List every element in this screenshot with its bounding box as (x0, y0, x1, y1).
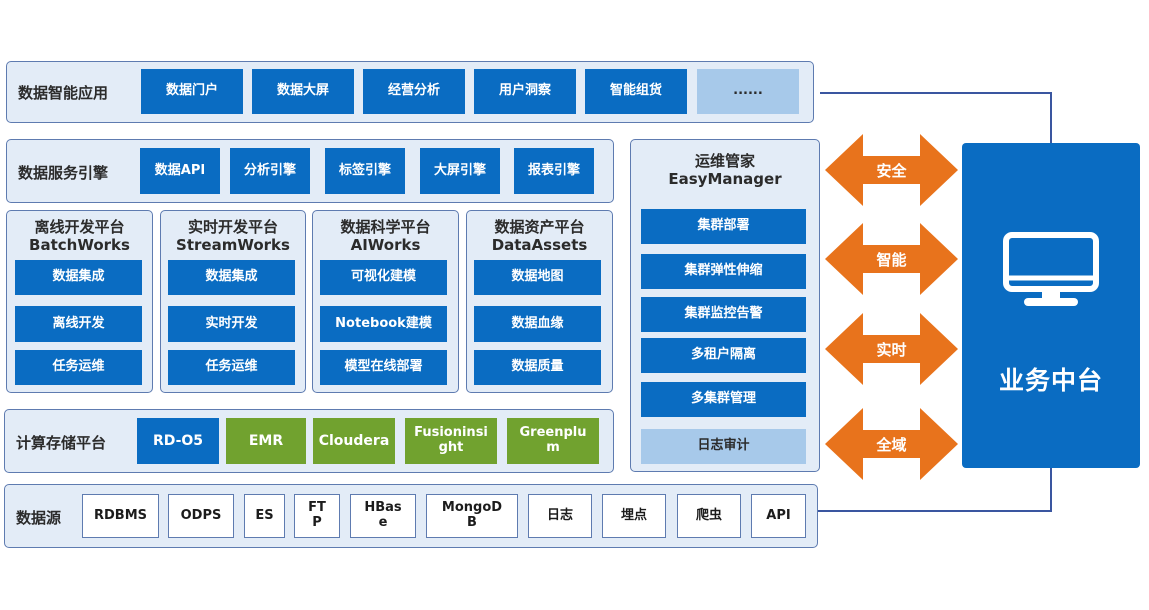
data-service-label: 数据服务引擎 (18, 164, 109, 182)
compute-storage-label: 计算存储平台 (16, 434, 107, 452)
source-hbase[interactable]: HBas e (350, 494, 416, 538)
double-arrow-icon (825, 134, 958, 206)
compute-rdo5[interactable]: RD-O5 (137, 418, 219, 464)
source-tracking[interactable]: 埋点 (602, 494, 666, 538)
batch-offline-dev[interactable]: 离线开发 (15, 306, 142, 342)
ops-title-en: EasyManager (668, 170, 782, 188)
platform-title-cn: 数据资产平台 (494, 218, 585, 236)
platform-title-en: BatchWorks (29, 236, 130, 254)
source-odps[interactable]: ODPS (168, 494, 234, 538)
platform-aiworks-title: 数据科学平台 AIWorks (313, 218, 458, 254)
compute-cloudera[interactable]: Cloudera (313, 418, 395, 464)
arrow-global-label: 全域 (876, 435, 907, 454)
ai-visual-modeling[interactable]: 可视化建模 (320, 260, 447, 295)
data-service-layer: 数据服务引擎 (6, 139, 614, 203)
stream-data-integration[interactable]: 数据集成 (168, 260, 295, 295)
service-data-api[interactable]: 数据API (140, 148, 220, 194)
source-mongodb[interactable]: MongoD B (426, 494, 518, 538)
ops-cluster-deploy[interactable]: 集群部署 (641, 209, 806, 244)
compute-fusioninsight[interactable]: Fusioninsi ght (405, 418, 497, 464)
source-crawler[interactable]: 爬虫 (677, 494, 741, 538)
data-apps-label: 数据智能应用 (18, 84, 109, 102)
stream-realtime-dev[interactable]: 实时开发 (168, 306, 295, 342)
connector-bottom-vertical (1050, 467, 1052, 512)
service-screen-engine[interactable]: 大屏引擎 (420, 148, 500, 194)
source-api[interactable]: API (751, 494, 806, 538)
service-report-engine[interactable]: 报表引擎 (514, 148, 594, 194)
ops-multi-cluster[interactable]: 多集群管理 (641, 382, 806, 417)
platform-dataassets-title: 数据资产平台 DataAssets (467, 218, 612, 254)
asset-data-lineage[interactable]: 数据血缘 (474, 306, 601, 342)
arrow-security-label: 安全 (876, 161, 907, 180)
service-analysis-engine[interactable]: 分析引擎 (230, 148, 310, 194)
service-tag-engine[interactable]: 标签引擎 (325, 148, 405, 194)
arrow-global: 全域 (825, 408, 958, 480)
business-platform-title: 业务中台 (998, 366, 1103, 395)
platform-title-en: AIWorks (350, 236, 421, 254)
app-data-screen[interactable]: 数据大屏 (252, 69, 354, 114)
arrow-security: 安全 (825, 134, 958, 206)
arrow-intelligence-label: 智能 (876, 250, 907, 269)
connector-top-vertical (1050, 92, 1052, 144)
source-es[interactable]: ES (244, 494, 285, 538)
compute-greenplum[interactable]: Greenplu m (507, 418, 599, 464)
platform-batchworks-title: 离线开发平台 BatchWorks (7, 218, 152, 254)
platform-title-en: DataAssets (491, 236, 588, 254)
source-log[interactable]: 日志 (528, 494, 592, 538)
ai-notebook-modeling[interactable]: Notebook建模 (320, 306, 447, 342)
asset-data-quality[interactable]: 数据质量 (474, 350, 601, 385)
source-rdbms[interactable]: RDBMS (82, 494, 159, 538)
app-more[interactable]: ...... (697, 69, 799, 114)
ops-title-cn: 运维管家 (694, 152, 755, 170)
arrow-realtime: 实时 (825, 313, 958, 385)
monitor-icon (1003, 232, 1099, 306)
double-arrow-icon (825, 408, 958, 480)
ops-multi-tenant[interactable]: 多租户隔离 (641, 338, 806, 373)
ops-cluster-scaling[interactable]: 集群弹性伸缩 (641, 254, 806, 289)
app-business-analysis[interactable]: 经营分析 (363, 69, 465, 114)
ops-title: 运维管家 EasyManager (631, 152, 819, 188)
compute-emr[interactable]: EMR (226, 418, 306, 464)
batch-data-integration[interactable]: 数据集成 (15, 260, 142, 295)
arrow-realtime-label: 实时 (876, 340, 907, 359)
platform-title-cn: 实时开发平台 (187, 218, 278, 236)
double-arrow-icon (825, 313, 958, 385)
ops-log-audit[interactable]: 日志审计 (641, 429, 806, 464)
source-ftp[interactable]: FT P (294, 494, 340, 538)
arrow-intelligence: 智能 (825, 223, 958, 295)
platform-title-cn: 数据科学平台 (340, 218, 431, 236)
data-source-label: 数据源 (16, 509, 62, 527)
batch-task-ops[interactable]: 任务运维 (15, 350, 142, 385)
platform-title-cn: 离线开发平台 (34, 218, 125, 236)
double-arrow-icon (825, 223, 958, 295)
app-smart-assortment[interactable]: 智能组货 (585, 69, 687, 114)
app-data-portal[interactable]: 数据门户 (141, 69, 243, 114)
connector-top-horizontal (820, 92, 1052, 94)
ops-cluster-monitor[interactable]: 集群监控告警 (641, 297, 806, 332)
stream-task-ops[interactable]: 任务运维 (168, 350, 295, 385)
business-platform[interactable]: 业务中台 (962, 143, 1140, 468)
platform-title-en: StreamWorks (176, 236, 290, 254)
connector-bottom-horizontal (818, 510, 1052, 512)
asset-data-map[interactable]: 数据地图 (474, 260, 601, 295)
app-user-insight[interactable]: 用户洞察 (474, 69, 576, 114)
ai-model-deploy[interactable]: 模型在线部署 (320, 350, 447, 385)
platform-streamworks-title: 实时开发平台 StreamWorks (161, 218, 305, 254)
